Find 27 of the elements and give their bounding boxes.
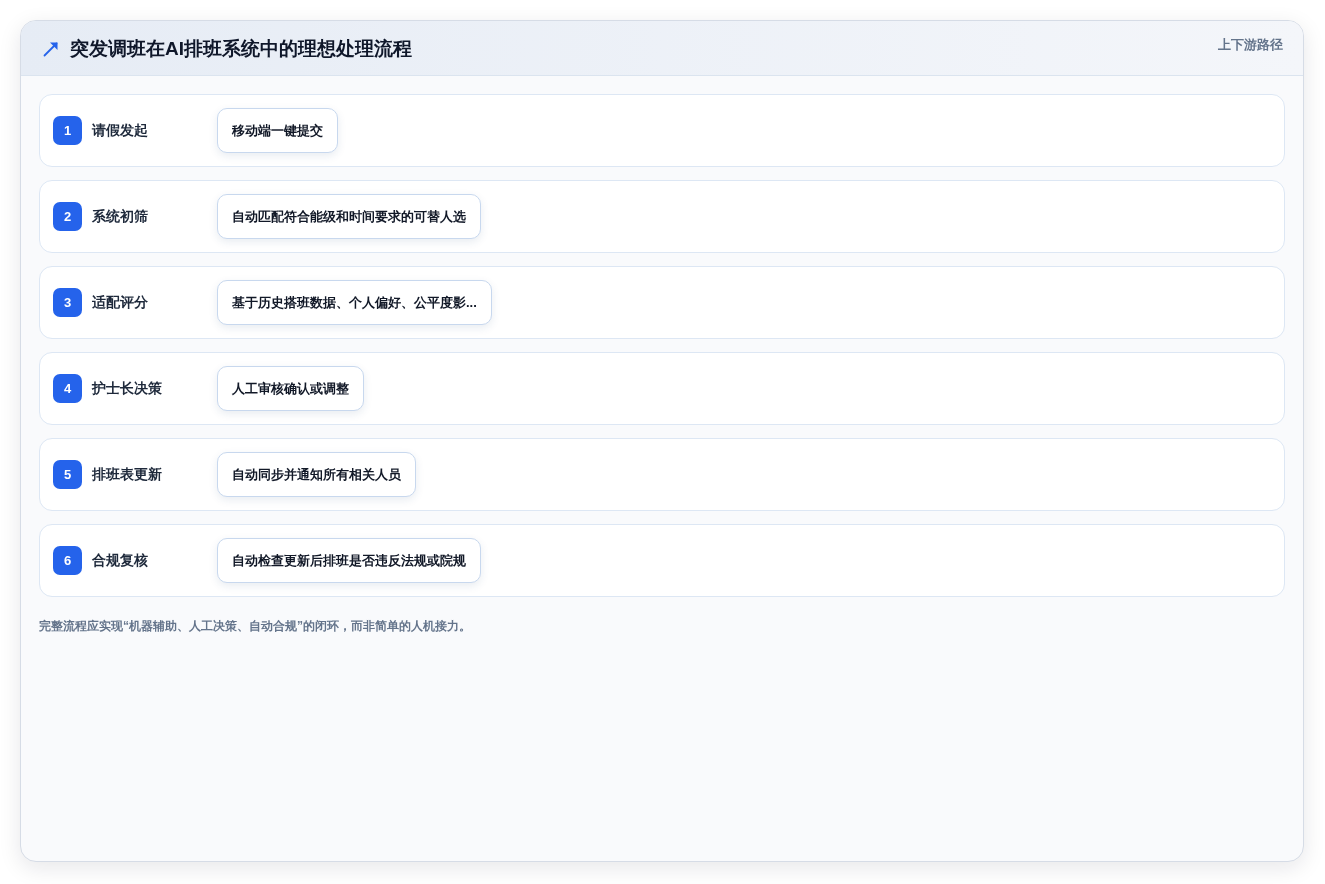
description-chip: 自动匹配符合能级和时间要求的可替人选 (217, 194, 481, 239)
step-number: 2 (53, 202, 82, 231)
step-name: 排班表更新 (92, 465, 162, 484)
title-text: 突发调班在AI排班系统中的理想处理流程 (70, 37, 412, 61)
header-label: 上下游路径 (1218, 36, 1283, 54)
step-name: 护士长决策 (92, 379, 162, 398)
step-row (39, 180, 1285, 253)
footnote-text: 完整流程应实现“机器辅助、人工决策、自动合规”的闭环，而非简单的人机接力。 (39, 618, 471, 635)
description-chip: 移动端一键提交 (217, 108, 338, 153)
step-name: 合规复核 (92, 551, 148, 570)
step-row (39, 266, 1285, 339)
description-chip: 基于历史搭班数据、个人偏好、公平度影... (217, 280, 492, 325)
description-chip: 人工审核确认或调整 (217, 366, 364, 411)
step-number: 1 (53, 116, 82, 145)
step-name: 请假发起 (92, 121, 148, 140)
step-row (39, 352, 1285, 425)
step-name: 系统初筛 (92, 207, 148, 226)
step-number: 3 (53, 288, 82, 317)
step-name: 适配评分 (92, 293, 148, 312)
step-number: 5 (53, 460, 82, 489)
step-row (39, 438, 1285, 511)
description-chip: 自动检查更新后排班是否违反法规或院规 (217, 538, 481, 583)
step-number: 4 (53, 374, 82, 403)
description-chip: 自动同步并通知所有相关人员 (217, 452, 416, 497)
step-number: 6 (53, 546, 82, 575)
step-row (39, 524, 1285, 597)
step-row (39, 94, 1285, 167)
